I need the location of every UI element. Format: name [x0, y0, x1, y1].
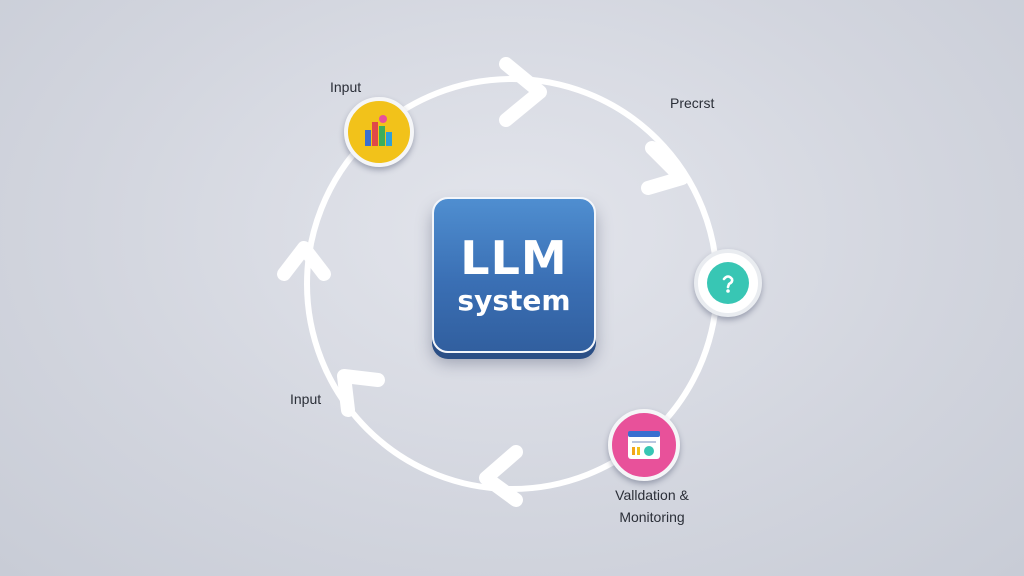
- dashboard-icon: [628, 431, 660, 459]
- input-top-label: Input: [330, 79, 362, 95]
- validation-label-line2: Monitoring: [619, 509, 685, 525]
- input-top-node: [344, 97, 414, 167]
- validation-label-line1: Valldation &: [615, 487, 689, 503]
- arrow-top-icon: [499, 57, 547, 127]
- arrow-bottom-icon: [479, 445, 523, 507]
- validation-node: [608, 409, 680, 481]
- center-title: LLM: [460, 231, 568, 285]
- arrow-left-upper-icon: [277, 241, 331, 281]
- arrow-left-lower-icon: [337, 369, 385, 417]
- center-subtitle: system: [457, 284, 571, 317]
- input-left-label: Input: [290, 391, 322, 407]
- llm-system-box: LLM system: [432, 197, 596, 353]
- question-icon: [707, 262, 749, 304]
- process-label: Precrst: [670, 95, 715, 111]
- validation-label: Valldation & Monitoring: [612, 484, 692, 528]
- process-node: [694, 249, 762, 317]
- bar-chart-icon: [365, 115, 392, 146]
- arrow-right-icon: [641, 141, 689, 195]
